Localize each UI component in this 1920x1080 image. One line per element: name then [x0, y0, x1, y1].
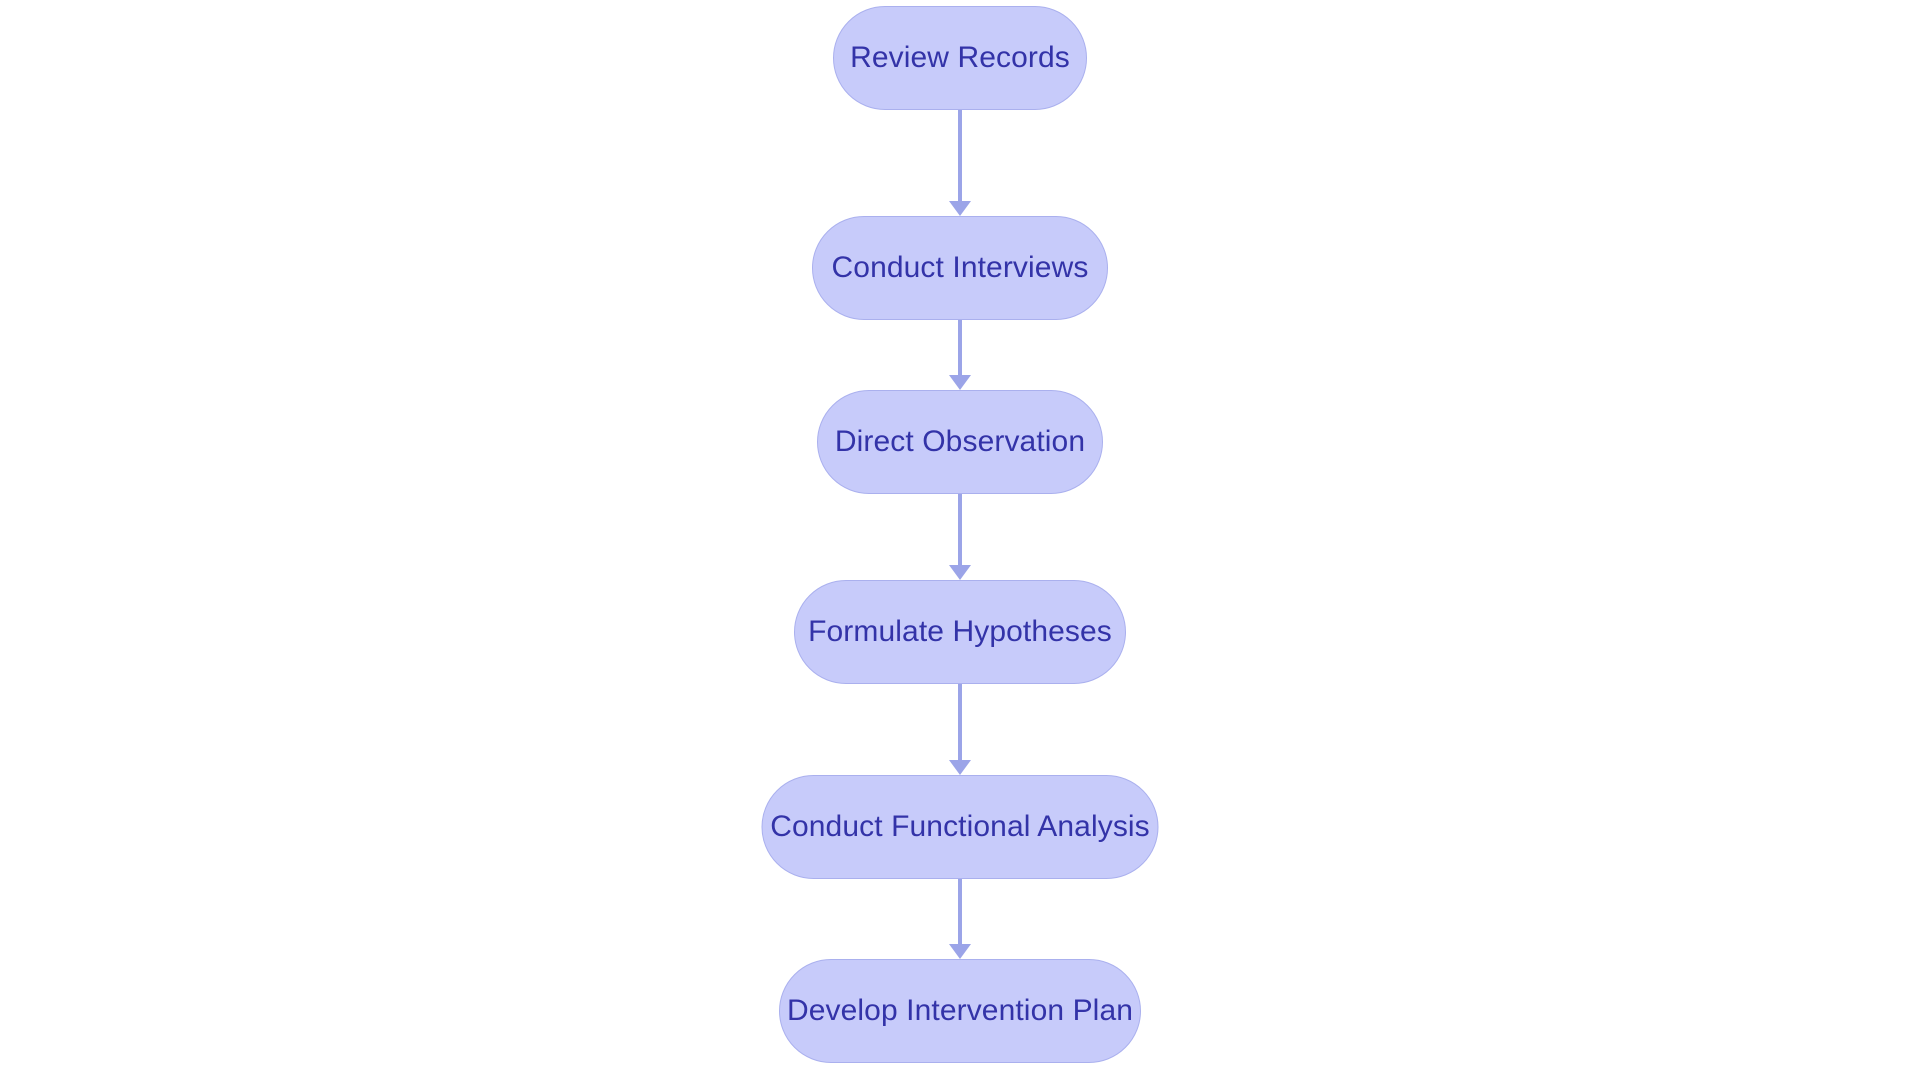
flow-node-formulate-hypotheses[interactable]: Formulate Hypotheses — [794, 580, 1126, 684]
arrow-head-icon — [949, 565, 971, 580]
flow-node-direct-observation[interactable]: Direct Observation — [817, 390, 1103, 494]
arrow-line-icon — [958, 879, 962, 944]
arrow-line-icon — [958, 320, 962, 375]
flow-node-label: Conduct Functional Analysis — [770, 810, 1150, 843]
flow-node-review-records[interactable]: Review Records — [833, 6, 1087, 110]
flow-node-conduct-functional-analysis[interactable]: Conduct Functional Analysis — [761, 775, 1159, 879]
arrow-head-icon — [949, 760, 971, 775]
flow-node-develop-intervention-plan[interactable]: Develop Intervention Plan — [779, 959, 1141, 1063]
arrow-head-icon — [949, 944, 971, 959]
flow-node-conduct-interviews[interactable]: Conduct Interviews — [812, 216, 1108, 320]
arrow-head-icon — [949, 201, 971, 216]
flow-arrow-connector — [948, 494, 972, 580]
flow-node-label: Conduct Interviews — [831, 251, 1089, 284]
arrow-head-icon — [949, 375, 971, 390]
flow-arrow-connector — [948, 320, 972, 390]
flow-arrow-connector — [948, 684, 972, 775]
flow-node-label: Formulate Hypotheses — [808, 615, 1112, 648]
flow-arrow-connector — [948, 879, 972, 959]
flow-node-label: Review Records — [850, 41, 1070, 74]
flow-node-label: Direct Observation — [834, 425, 1086, 458]
flow-node-label: Develop Intervention Plan — [786, 994, 1134, 1027]
arrow-line-icon — [958, 684, 962, 760]
flow-arrow-connector — [948, 110, 972, 216]
arrow-line-icon — [958, 494, 962, 565]
arrow-line-icon — [958, 110, 962, 201]
